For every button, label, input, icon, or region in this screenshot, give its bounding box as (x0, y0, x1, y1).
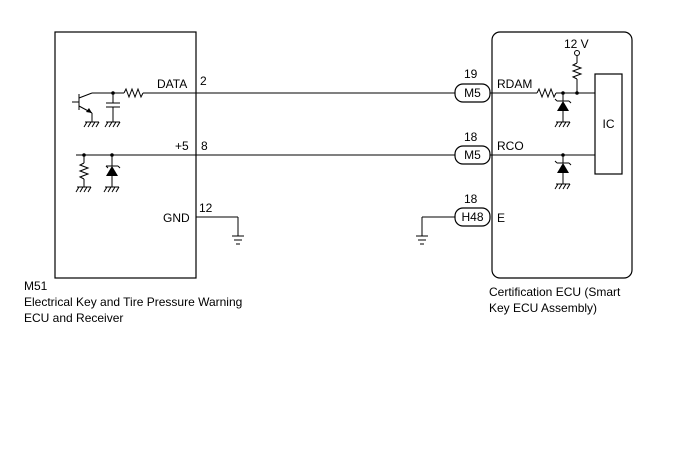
pin-number-rdam: 19 (464, 67, 478, 81)
ic-block (594, 73, 623, 175)
right-ecu-name-line2: Key ECU Assembly) (489, 301, 597, 315)
pin-number-plus5: 8 (201, 139, 208, 153)
ic-label: IC (603, 117, 615, 131)
pin-label-rdam: RDAM (497, 77, 532, 91)
left-ecu-name-line2: ECU and Receiver (24, 311, 123, 325)
pin-number-e: 18 (464, 192, 478, 206)
left-ecu-name-line1: Electrical Key and Tire Pressure Warning (24, 295, 242, 309)
supply-voltage-label: 12 V (564, 37, 589, 51)
gnd-circuit (196, 216, 244, 245)
pin-label-e: E (497, 211, 505, 225)
pin-label-data: DATA (157, 77, 187, 91)
pin-label-gnd: GND (163, 211, 190, 225)
connector-label-m5-rco: M5 (464, 148, 481, 162)
connector-label-h48-e: H48 (461, 210, 483, 224)
right-ecu-name-line1: Certification ECU (Smart (489, 285, 621, 299)
pin-label-rco: RCO (497, 139, 524, 153)
pin-label-plus5: +5 (175, 139, 189, 153)
rdam-circuit (490, 50, 595, 128)
wire-e-ground (416, 216, 455, 245)
pin-number-rco: 18 (464, 130, 478, 144)
connector-label-m5-rdam: M5 (464, 86, 481, 100)
plus5-circuit (75, 153, 196, 193)
connector-h48-e (454, 207, 491, 227)
pin-number-gnd: 12 (199, 201, 213, 215)
pin-number-data: 2 (200, 74, 207, 88)
data-transistor-circuit (72, 87, 196, 128)
rco-circuit (490, 153, 595, 190)
left-ecu-code: M51 (24, 279, 48, 293)
